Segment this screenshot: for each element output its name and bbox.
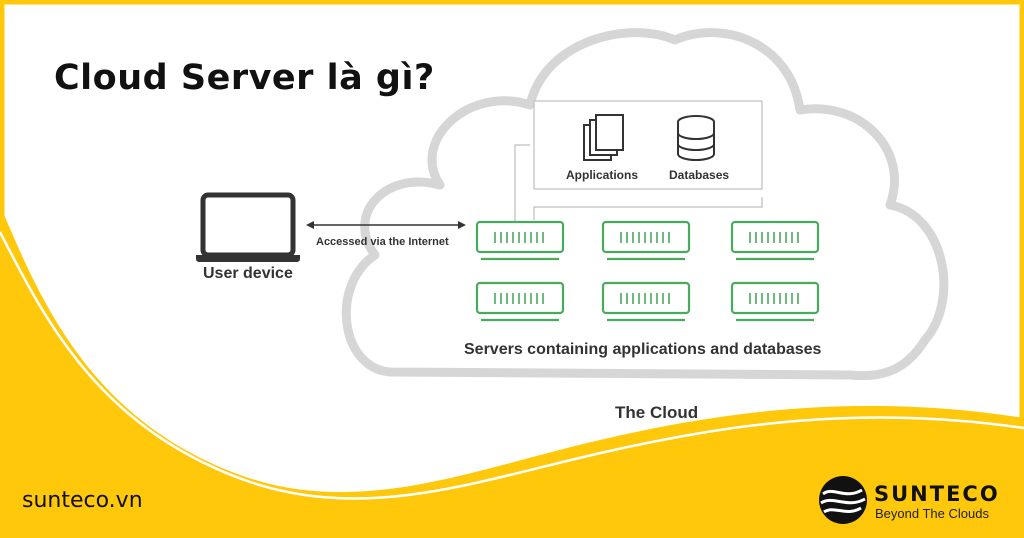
the-cloud-label: The Cloud [615, 403, 699, 422]
databases-label: Databases [669, 168, 730, 182]
apps-databases-box [533, 100, 763, 190]
servers-label: Servers containing applications and data… [464, 341, 822, 358]
database-icon [677, 115, 715, 161]
internet-arrow [306, 221, 466, 229]
server-rack-icon [601, 281, 691, 322]
sunteco-logo-icon [819, 476, 867, 524]
applications-label: Applications [566, 168, 639, 182]
yellow-wave [0, 205, 1024, 538]
user-device-label: User device [203, 265, 293, 282]
internet-access-label: Accessed via the Internet [316, 236, 449, 248]
connector-left [514, 144, 530, 222]
server-rack-icon [730, 220, 820, 261]
server-rack-icon [601, 220, 691, 261]
server-rack-icon [730, 281, 820, 322]
server-rack-icon [475, 281, 565, 322]
server-rack-icon [475, 220, 565, 261]
document-stack-icon [583, 114, 624, 161]
brand-name: SUNTECO [874, 482, 1000, 506]
cloud-outline [341, 28, 949, 381]
page-title: Cloud Server là gì? [54, 58, 435, 98]
wave-highlight-line [0, 231, 1024, 500]
connector-bottom [533, 197, 763, 220]
website-link[interactable]: sunteco.vn [22, 488, 143, 513]
brand-tagline: Beyond The Clouds [875, 506, 989, 521]
laptop-icon [196, 192, 300, 262]
